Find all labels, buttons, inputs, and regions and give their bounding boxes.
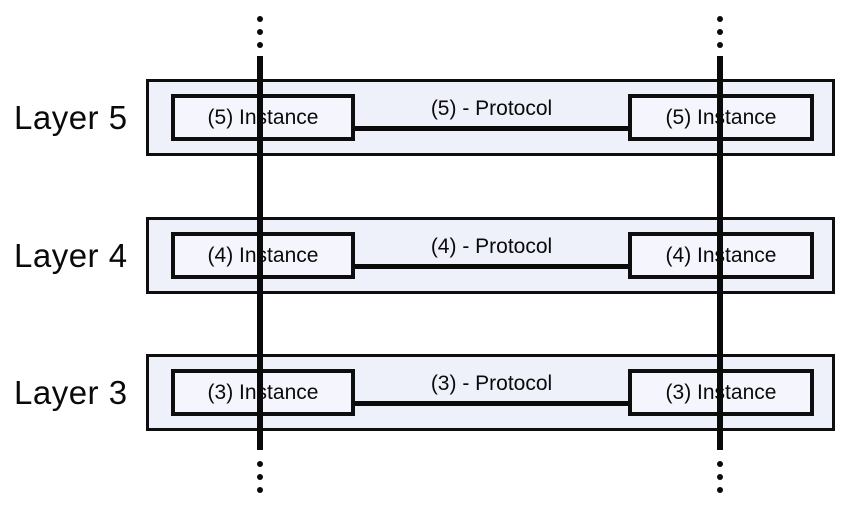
- protocol-line: [355, 126, 628, 131]
- instance-box-left: (5) Instance: [171, 94, 355, 141]
- layer-label: Layer 3: [14, 373, 128, 411]
- layer-band: (3) Instance (3) - Protocol (3) Instance: [146, 354, 835, 431]
- instance-box-left: (4) Instance: [171, 232, 355, 279]
- vertical-ellipsis-icon: [257, 461, 263, 493]
- layer-label: Layer 4: [14, 236, 128, 274]
- protocol-label: (3) - Protocol: [430, 372, 553, 395]
- right-vertical-connection-line: [717, 56, 723, 450]
- protocol-line: [355, 401, 628, 406]
- layer-label: Layer 5: [14, 98, 128, 136]
- protocol-line: [355, 264, 628, 269]
- layer-band: (5) Instance (5) - Protocol (5) Instance: [146, 79, 835, 156]
- protocol-label: (4) - Protocol: [430, 235, 553, 258]
- layer-band: (4) Instance (4) - Protocol (4) Instance: [146, 217, 835, 294]
- vertical-ellipsis-icon: [717, 461, 723, 493]
- protocol-label: (5) - Protocol: [430, 97, 553, 120]
- vertical-ellipsis-icon: [257, 16, 263, 48]
- left-vertical-connection-line: [257, 56, 263, 450]
- vertical-ellipsis-icon: [717, 16, 723, 48]
- instance-box-left: (3) Instance: [171, 369, 355, 416]
